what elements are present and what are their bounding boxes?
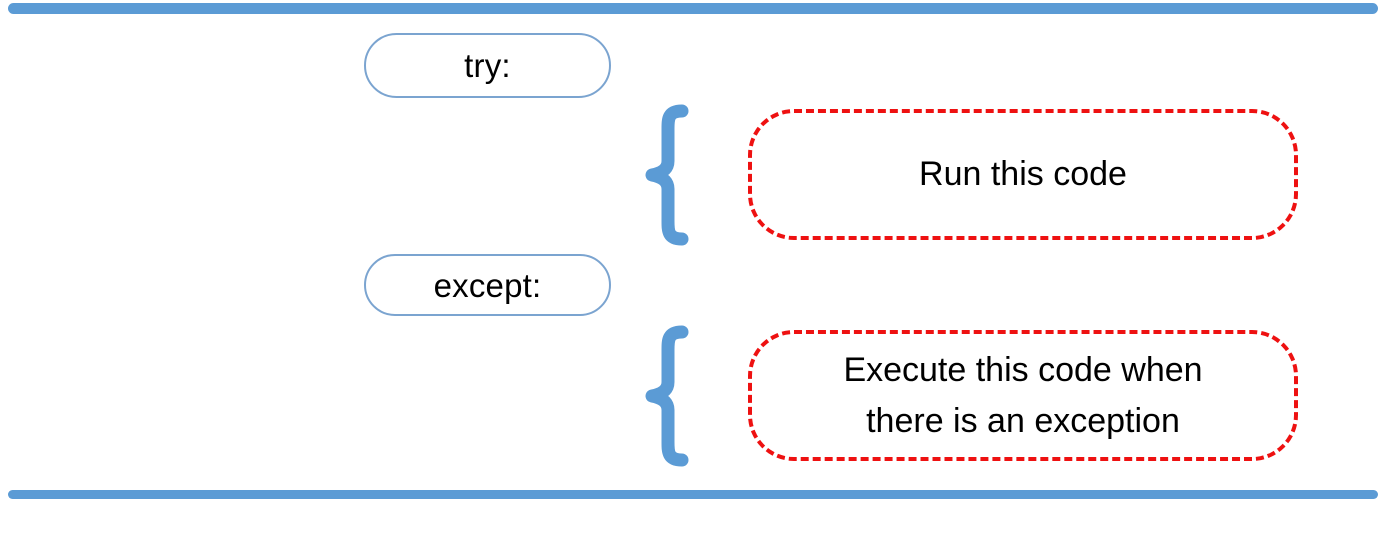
except-keyword-pill[interactable]: except: — [364, 254, 611, 316]
try-curly-brace-icon — [638, 104, 692, 246]
except-body-line-1: Execute this code when — [843, 350, 1203, 389]
except-curly-brace-icon — [638, 325, 692, 467]
try-keyword-pill[interactable]: try: — [364, 33, 611, 98]
try-body-code-box[interactable]: Run this code — [748, 109, 1298, 240]
except-keyword-label: except: — [433, 266, 542, 304]
top-divider-rule — [8, 3, 1378, 14]
except-body-code-box[interactable]: Execute this code when there is an excep… — [748, 330, 1298, 461]
except-body-line-2: there is an exception — [866, 401, 1180, 440]
except-body-text: Execute this code when there is an excep… — [843, 345, 1202, 447]
bottom-divider-rule — [8, 490, 1378, 499]
try-body-text: Run this code — [919, 155, 1127, 193]
try-keyword-label: try: — [464, 47, 511, 84]
